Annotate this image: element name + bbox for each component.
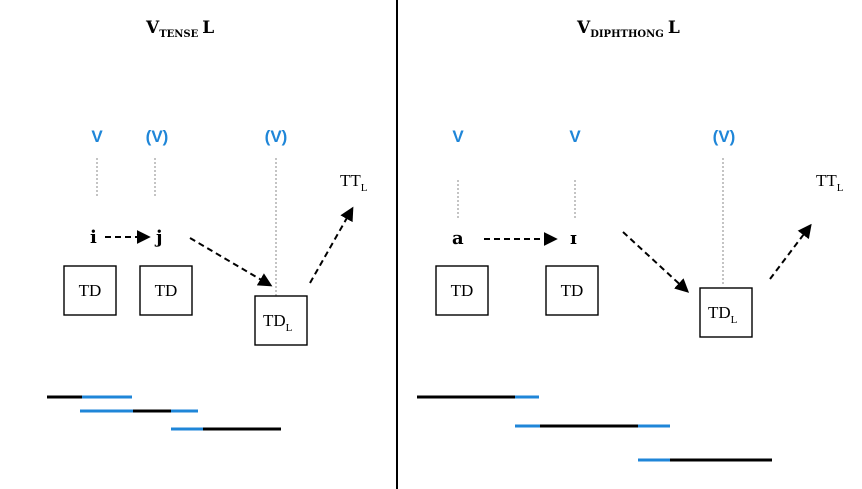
right-tt-label: TTL (816, 171, 844, 194)
left-tt-sub: L (361, 182, 368, 194)
left-title: VTENSE L (145, 18, 214, 40)
right-title-sub: DIPHTHONG (590, 29, 664, 40)
left-tt-main: TT (340, 171, 361, 190)
left-tt-label: TTL (340, 171, 368, 194)
left-tdl-main: TD (263, 311, 286, 330)
right-title: VDIPHTHONG L (576, 18, 680, 40)
right-arrow-to-tdl (622, 231, 690, 293)
left-title-main: V (145, 18, 160, 38)
left-td-box-2 (139, 265, 193, 316)
left-td-label-1: TD (79, 281, 102, 300)
left-title-end: L (202, 18, 214, 38)
left-td-label-2: TD (155, 281, 178, 300)
left-arrow-to-tdl (189, 237, 273, 287)
left-arrow-to-tt (309, 206, 354, 284)
left-v3-label: (V) (265, 127, 288, 146)
right-tdl-box (699, 287, 753, 338)
right-tt-sub: L (837, 182, 844, 194)
right-title-end: L (668, 18, 680, 38)
right-tdl-main: TD (708, 303, 731, 322)
right-tdl-label: TDL (708, 303, 738, 326)
right-tdl-sub: L (731, 314, 738, 326)
left-td-box-1 (63, 265, 117, 316)
left-v1-label: V (91, 127, 103, 146)
left-v2-label: (V) (146, 127, 169, 146)
right-v3-label: (V) (713, 127, 736, 146)
right-segment-1: a (452, 228, 464, 249)
left-segment-2: j (154, 227, 163, 248)
left-tdl-box (254, 295, 308, 346)
right-td-box-2 (545, 265, 599, 316)
right-title-main: V (576, 18, 591, 38)
right-tt-main: TT (816, 171, 837, 190)
left-tdl-sub: L (286, 322, 293, 334)
right-td-label-2: TD (561, 281, 584, 300)
right-v2-label: V (569, 127, 581, 146)
left-tdl-label: TDL (263, 311, 293, 334)
right-segment-2: ɪ (570, 228, 577, 249)
right-v1-label: V (452, 127, 464, 146)
left-segment-1: i (90, 227, 97, 248)
right-td-box-1 (435, 265, 489, 316)
right-arrow-to-tt (769, 223, 812, 280)
right-td-label-1: TD (451, 281, 474, 300)
left-title-sub: TENSE (159, 29, 198, 40)
